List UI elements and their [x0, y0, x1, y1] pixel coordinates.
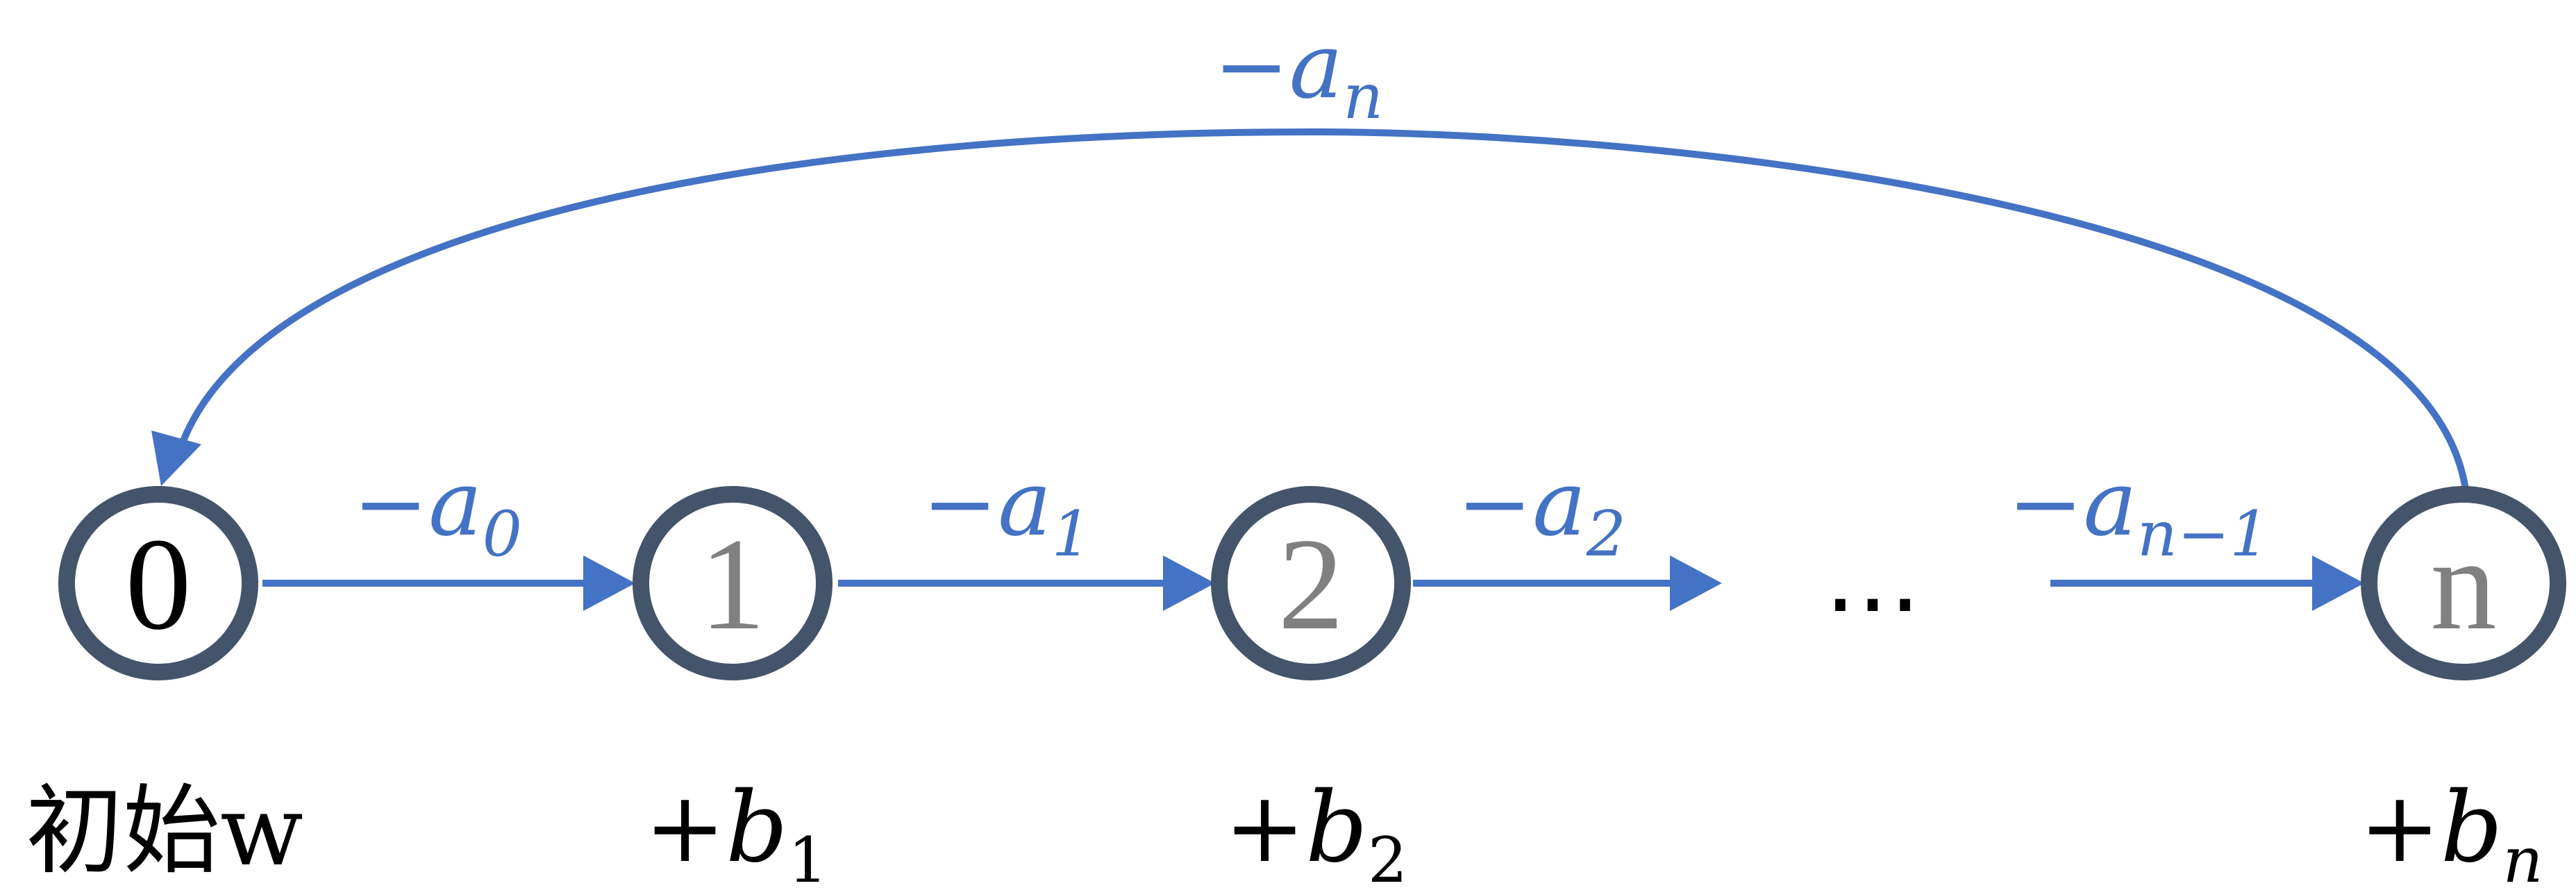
- edge-label-2: −a2: [1457, 451, 1626, 571]
- edge-2-next-arrowhead: [1670, 555, 1722, 611]
- edge-0-1-arrowhead: [583, 555, 635, 611]
- edge-prev-n-arrowhead: [2312, 555, 2364, 611]
- node-label: 1: [700, 512, 766, 657]
- edge-label-1: −a1: [922, 451, 1092, 571]
- node-label: 0: [126, 512, 192, 657]
- back-edge-arrowhead: [151, 430, 201, 486]
- node-label: 2: [1278, 512, 1344, 657]
- edge-label-0: −a0: [353, 451, 522, 571]
- node-2: 2: [1211, 486, 1411, 680]
- node-0: 0: [58, 486, 258, 680]
- node-n: n: [2361, 486, 2566, 680]
- edge-label-n-1: −an−1: [2007, 451, 2269, 571]
- back-edge-label: −an: [1214, 13, 1383, 133]
- bottom-label-initial: 初始w: [26, 775, 303, 888]
- bottom-label-b2: +b2: [1224, 771, 1407, 888]
- bottom-label-b1: +b1: [644, 771, 828, 888]
- node-label: n: [2431, 512, 2497, 657]
- node-1: 1: [633, 486, 833, 680]
- bottom-label-bn: +bn: [2359, 771, 2543, 888]
- ellipsis: …: [1824, 521, 1921, 635]
- back-edge-arc: [178, 128, 2470, 495]
- edge-1-2-arrowhead: [1163, 555, 1215, 611]
